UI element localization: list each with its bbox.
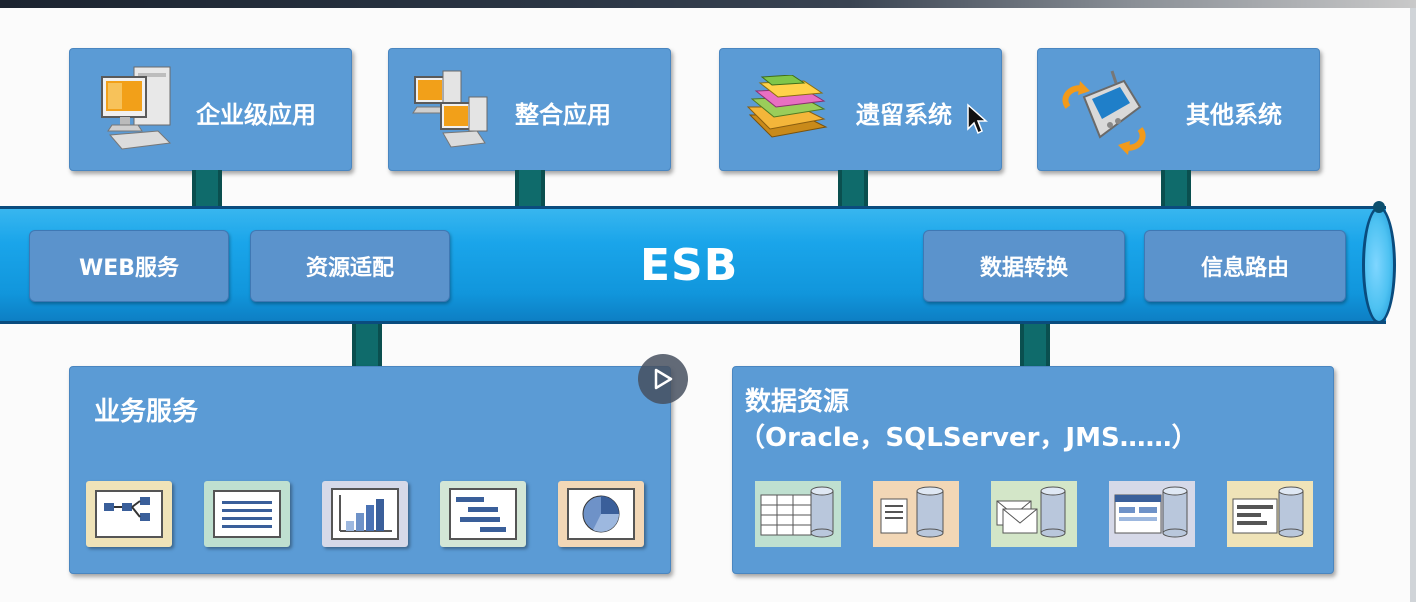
play-button[interactable] — [638, 354, 688, 404]
window-database-icon — [1109, 481, 1195, 547]
gantt-chart-icon — [440, 481, 526, 547]
connector-legacy — [838, 170, 868, 210]
business-services-box: 业务服务 — [69, 366, 671, 574]
mouse-cursor-icon — [967, 103, 988, 135]
data-resources-title: 数据资源 — [745, 387, 850, 417]
pie-chart-icon — [558, 481, 644, 547]
system-box-legacy: 遗留系统 — [719, 48, 1002, 171]
data-resources-subtitle: （Oracle，SQLServer，JMS……） — [739, 423, 1198, 453]
networked-computers-icon — [412, 70, 488, 148]
system-label: 其他系统 — [1186, 101, 1282, 129]
esb-service-data-transform: 数据转换 — [923, 230, 1125, 302]
window-top-strip — [0, 0, 1416, 8]
esb-service-web: WEB服务 — [29, 230, 229, 302]
esb-service-resource-adapter: 资源适配 — [250, 230, 450, 302]
system-label: 遗留系统 — [856, 101, 952, 129]
system-label: 企业级应用 — [196, 101, 316, 129]
right-edge — [1410, 8, 1416, 602]
connector-integration — [515, 170, 545, 210]
business-services-title: 业务服务 — [94, 397, 199, 427]
connector-data — [1020, 324, 1050, 366]
system-label: 整合应用 — [515, 101, 611, 129]
document-list-icon — [204, 481, 290, 547]
esb-title: ESB — [640, 240, 739, 291]
form-database-icon — [1227, 481, 1313, 547]
system-box-other: 其他系统 — [1037, 48, 1320, 171]
connector-other — [1161, 170, 1191, 210]
esb-pipe-end — [1362, 206, 1396, 324]
stacked-folders-icon — [746, 75, 828, 138]
system-box-integration: 整合应用 — [388, 48, 671, 171]
flowchart-icon — [86, 481, 172, 547]
esb-service-message-routing: 信息路由 — [1144, 230, 1346, 302]
mail-database-icon — [991, 481, 1077, 547]
bar-chart-icon — [322, 481, 408, 547]
desktop-computer-icon — [101, 66, 172, 150]
data-resources-box: 数据资源 （Oracle，SQLServer，JMS……） — [732, 366, 1334, 574]
document-database-icon — [873, 481, 959, 547]
handheld-device-icon — [1062, 70, 1146, 155]
system-box-enterprise: 企业级应用 — [69, 48, 352, 171]
play-icon — [654, 368, 673, 390]
connector-enterprise — [192, 170, 222, 210]
esb-pipe-valve — [1373, 201, 1385, 213]
connector-business — [352, 324, 382, 366]
table-database-icon — [755, 481, 841, 547]
